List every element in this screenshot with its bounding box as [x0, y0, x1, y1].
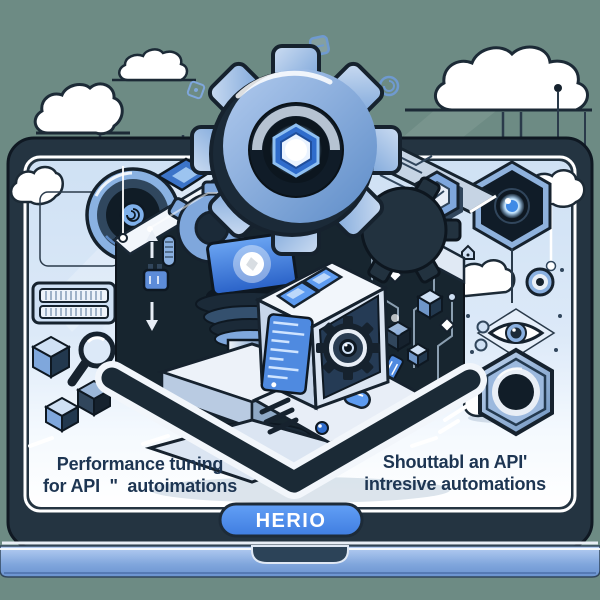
cloud-corner-left: [9, 165, 64, 206]
hex-nut-icon: [478, 347, 554, 437]
caption-left-line1: Performance tuning: [57, 454, 223, 474]
device-gear-knob: [316, 316, 380, 380]
cube-bottom-edge: [95, 361, 487, 499]
target-icon: [525, 267, 564, 297]
code-screen-icon: [260, 313, 314, 395]
gear-main-icon: [190, 44, 402, 256]
caption-left-line2: for API " autoimations: [43, 476, 237, 496]
trackpad-notch: [251, 545, 349, 564]
vent-slashes: [259, 397, 299, 435]
caption-left: Performance tuning for API " autoimation…: [43, 454, 237, 496]
laptop-base: [0, 541, 600, 578]
usb-connector-icon: [142, 264, 170, 292]
herio-button[interactable]: HERIO: [218, 502, 364, 538]
server-rack-icon: [31, 281, 117, 325]
floating-square-icon: [186, 80, 206, 100]
arrow-up-icon: [146, 230, 158, 258]
hexagon-camera-icon: [472, 160, 552, 303]
eye-icon: [466, 308, 562, 358]
ribbed-capsule: [162, 235, 176, 267]
cube-cluster-icon: [30, 335, 113, 433]
magnifier-icon: [67, 331, 116, 387]
control-device-icon: [251, 260, 432, 445]
caption-right: Shouttabl an API' intresive automations: [364, 452, 546, 494]
cloud-top-center: [112, 48, 196, 82]
caption-right-line1: Shouttabl an API': [383, 452, 527, 472]
herio-button-label: HERIO: [256, 510, 327, 532]
device-blue-dot: [315, 421, 329, 435]
caption-right-line2: intresive automations: [364, 474, 546, 494]
speed-lines: [28, 402, 472, 448]
arrow-down-icon: [146, 302, 158, 331]
